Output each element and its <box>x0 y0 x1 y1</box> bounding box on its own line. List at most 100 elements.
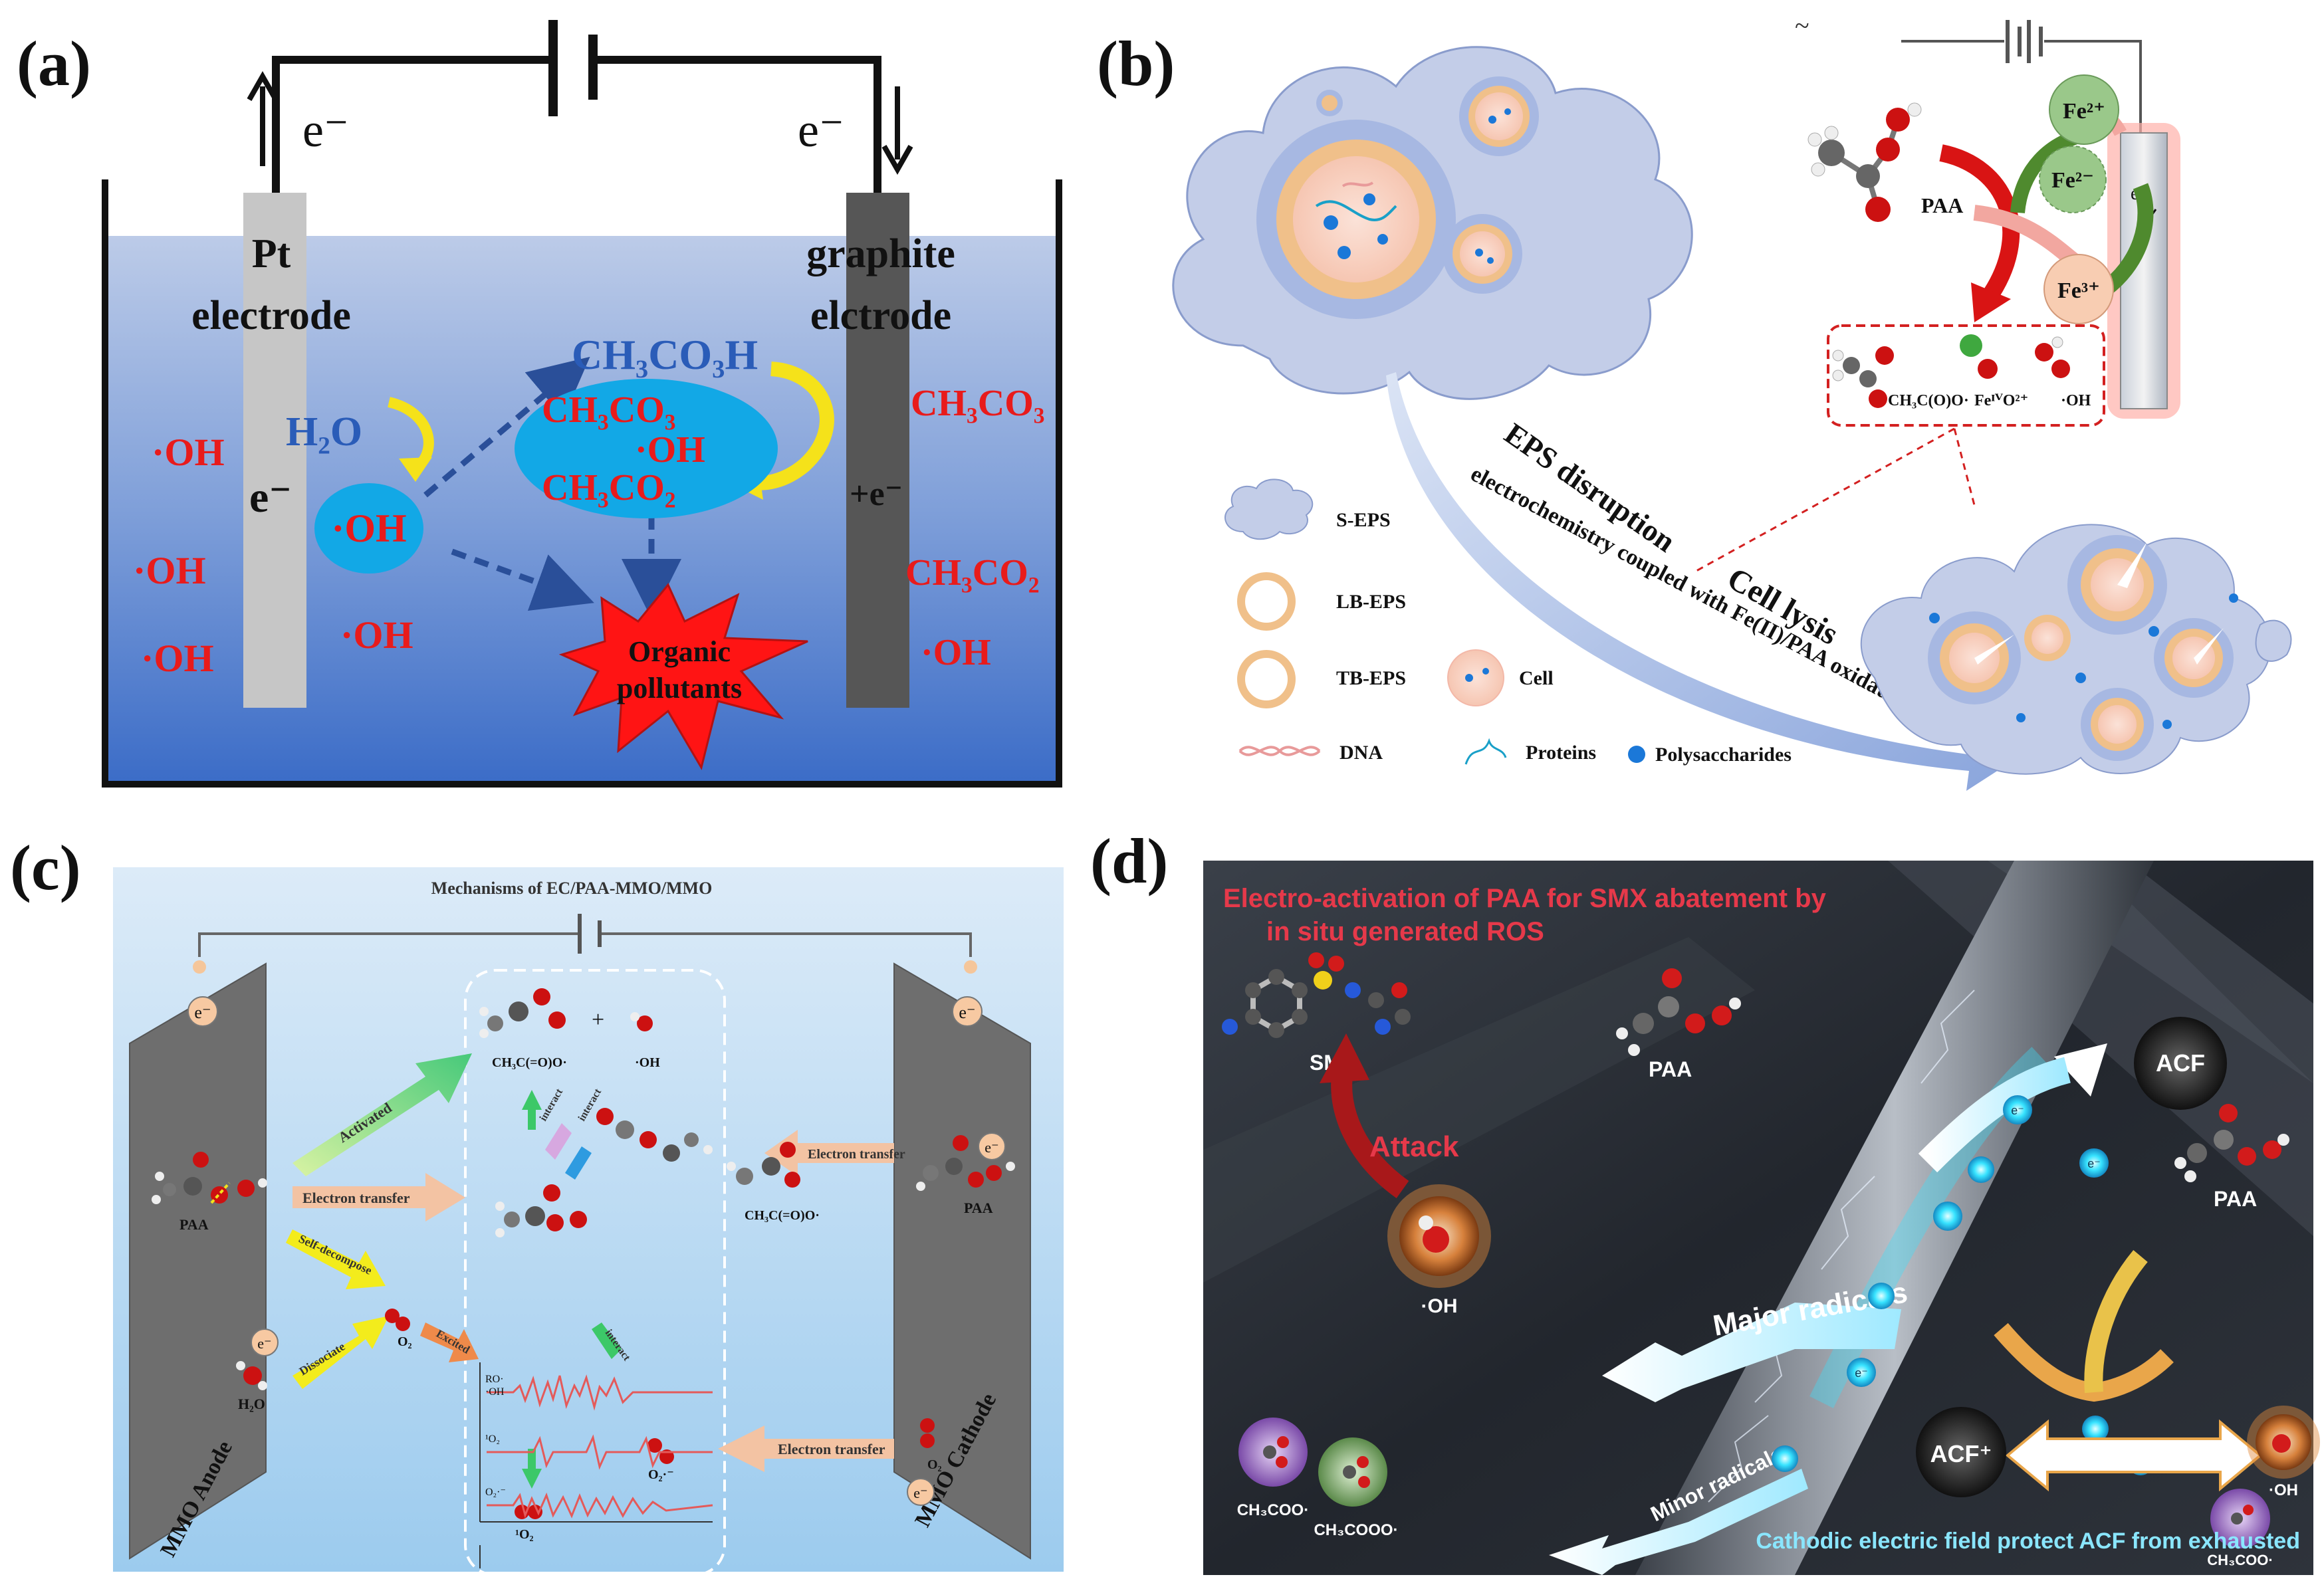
legend-polysaccharides-icon <box>1628 746 1645 763</box>
acf-label: ACF <box>2156 1049 2205 1077</box>
red-curve-arrow <box>1939 144 2020 304</box>
top-radical-1: CH₃C(=O)O· <box>492 1055 567 1070</box>
oh-bubble <box>314 483 423 574</box>
large-cell-core <box>1293 156 1419 282</box>
panel-d-diagram: Major radicals Minor radicals Electro-ac… <box>1203 861 2320 1575</box>
svg-text:e⁻: e⁻ <box>2011 1104 2024 1117</box>
graphite-label-1: graphite <box>806 231 955 276</box>
panel-label-a: (a) <box>17 28 91 99</box>
legend-proteins-icon <box>1464 738 1507 765</box>
top-plus: + <box>592 1007 604 1032</box>
cathode-o2-label: O₂ <box>927 1457 942 1472</box>
cathode-o2-electron <box>907 1478 935 1506</box>
minor-radicals-arrow <box>1549 1469 1808 1575</box>
oh-radical-4: ·OH <box>340 613 413 657</box>
ch3coo-label-left: CH₃COO· <box>1237 1501 1309 1519</box>
process-arc <box>1386 372 2008 791</box>
oh-label-right: ·OH <box>2269 1481 2298 1499</box>
panel-d: Major radicals Minor radicals Electro-ac… <box>1090 804 2324 1582</box>
legend-cell: Cell <box>1519 667 1554 689</box>
lysed-cluster <box>1860 524 2292 775</box>
ellipse-ch3co2: CH₃CO₂ <box>542 467 676 508</box>
panel-label-d: (d) <box>1090 825 1169 897</box>
ch3coo-label-right: CH₃COO· <box>2207 1552 2273 1568</box>
up-arrow-icon <box>247 70 279 166</box>
singlet-o2-label: ¹O₂ <box>515 1527 534 1542</box>
oh-bubble-label: ·OH <box>331 506 406 550</box>
beaker <box>102 179 1062 788</box>
superoxide-label: O₂·⁻ <box>648 1467 674 1482</box>
acf-plus-label: ACF⁺ <box>1930 1440 1992 1467</box>
oh-radical-3: ·OH <box>141 637 214 680</box>
oh-radical-2: ·OH <box>133 549 206 592</box>
smx-molecule <box>1222 952 1411 1038</box>
cathode-radical-label: CH₃C(=O)O· <box>745 1208 820 1223</box>
plus-e-label: +e⁻ <box>850 475 903 513</box>
dissociate-arrow <box>292 1316 389 1389</box>
anode-paa-label: PAA <box>179 1216 209 1233</box>
fe3-circle <box>2043 254 2114 324</box>
water-label-c: H₂O <box>238 1396 265 1412</box>
paa-molecule <box>1807 102 1922 222</box>
pt-label-2: electrode <box>191 293 351 338</box>
fe-minus-label: Fe²⁻ <box>2051 168 2094 193</box>
panel-c-title: Mechanisms of EC/PAA-MMO/MMO <box>431 879 713 898</box>
c-circuit <box>198 932 972 957</box>
oh-label-left: ·OH <box>1421 1295 1458 1317</box>
acf-sphere <box>2134 1017 2227 1110</box>
cathode-paa-label: PAA <box>964 1200 993 1216</box>
panel-b: EPS disruption electrochemistry coupled … <box>1090 0 2324 804</box>
legend-tb-eps: TB-EPS <box>1336 667 1406 689</box>
center-dashed-box <box>464 969 726 1576</box>
panel-c: Mechanisms of EC/PAA-MMO/MMO MMO Anode M… <box>0 804 1090 1582</box>
legend-polysaccharides: Polysaccharides <box>1655 744 1792 766</box>
paa-label-top: PAA <box>1649 1057 1692 1081</box>
product-2: FeᴵⱽO²⁺ <box>1974 392 2028 409</box>
top-radical-molecule <box>479 988 566 1038</box>
b-circuit <box>1901 40 2142 133</box>
tilde: ~ <box>1795 11 1809 41</box>
oh-radical-1: ·OH <box>152 431 225 474</box>
electron-transfer-label-3: Electron transfer <box>778 1441 885 1457</box>
epr-label-1b: ·OH <box>485 1386 505 1398</box>
svg-text:e⁻: e⁻ <box>2087 1157 2101 1170</box>
right-ch3co2: CH₃CO₂ <box>905 552 1040 593</box>
svg-text:e⁻: e⁻ <box>913 1485 927 1501</box>
electrode-e-label: e⁻ <box>249 473 292 522</box>
electron-transfer-arrow-cathode-bottom <box>718 1426 894 1472</box>
fe3-label: Fe³⁺ <box>2057 278 2100 303</box>
pollutant-burst <box>558 583 808 770</box>
carbon-fiber <box>1635 861 2154 1575</box>
acf-plus-sphere <box>1916 1407 2006 1497</box>
graphite-label-2: elctrode <box>810 293 951 338</box>
self-decompose-arrow <box>286 1229 386 1289</box>
legend-lb-eps-icon <box>1237 572 1296 631</box>
epr-label-2: ¹O₂ <box>485 1433 500 1445</box>
graphite-electrode <box>846 193 909 708</box>
legend-tb-eps-icon <box>1237 650 1296 708</box>
dashed-arrow-1 <box>423 356 590 498</box>
epr-spectra-chart: RO· ·OH ¹O₂ O₂·⁻ <box>479 1362 713 1523</box>
panel-a: e⁻ e⁻ Pt electrode graphite elctrode e⁻ … <box>0 0 1090 804</box>
top-radical-2: ·OH <box>635 1055 660 1070</box>
activated-arrow <box>292 1053 472 1176</box>
right-ch3co3: CH₃CO₃ <box>911 383 1045 424</box>
anode-electron-badge <box>187 996 218 1027</box>
paa-molecule-top <box>1616 968 1741 1056</box>
headline-2: in situ generated ROS <box>1266 917 1544 946</box>
cathode-radical-molecule <box>727 1142 800 1188</box>
anode-water-electron <box>251 1328 279 1356</box>
fe-minus-circle <box>2039 146 2107 213</box>
bottom-caption: Cathodic electric field protect ACF from… <box>1756 1529 2300 1554</box>
peracetic-acid: CH₃CO₃H <box>572 331 758 378</box>
large-cell-contents <box>1315 181 1397 259</box>
attack-label: Attack <box>1369 1130 1459 1163</box>
cathode-paa-electron <box>978 1132 1006 1160</box>
pollutant-label-1: Organic <box>628 635 731 668</box>
ch3cooo-label: CH₃COOO· <box>1314 1521 1398 1539</box>
ellipse-oh: ·OH <box>635 429 705 471</box>
mmo-cathode <box>893 962 1031 1560</box>
major-radicals-arrow <box>1602 1303 1901 1402</box>
legend-dna-icon <box>1238 746 1321 756</box>
cathode-electron-badge <box>952 996 983 1027</box>
